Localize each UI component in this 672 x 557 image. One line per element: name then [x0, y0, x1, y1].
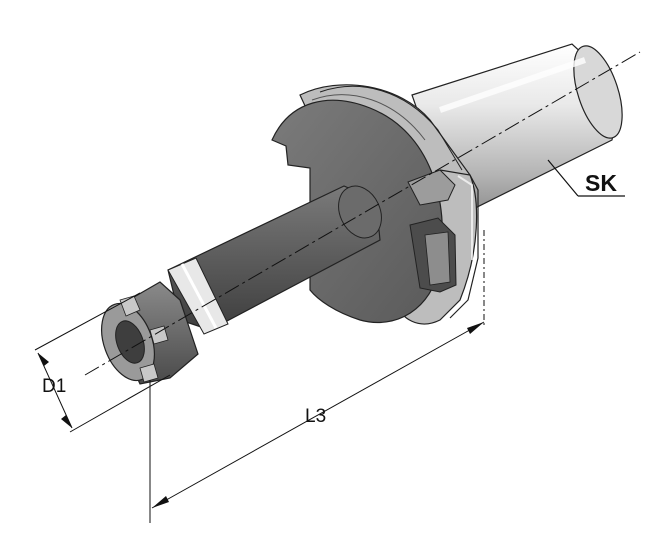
center-axis-line	[84, 51, 641, 376]
collet-nut	[101, 281, 199, 385]
sk-leader	[547, 159, 625, 197]
sk-label: SK	[585, 170, 617, 196]
l3-dimension	[149, 230, 485, 523]
d1-label: D1	[42, 376, 67, 397]
l3-label: L3	[305, 406, 327, 427]
d1-dimension	[34, 292, 171, 433]
